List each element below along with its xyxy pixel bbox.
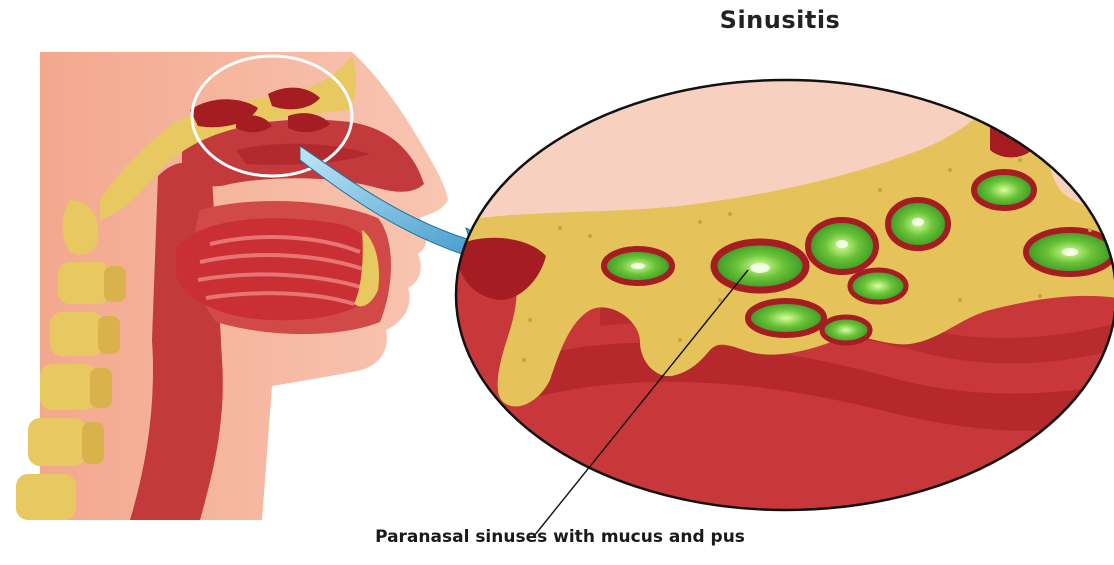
- head-cross-section: [16, 52, 448, 520]
- tongue: [176, 218, 378, 320]
- diagram-title: Sinusitis: [710, 6, 850, 34]
- diagram-caption: Paranasal sinuses with mucus and pus: [300, 527, 820, 547]
- magnified-view: [450, 75, 1114, 520]
